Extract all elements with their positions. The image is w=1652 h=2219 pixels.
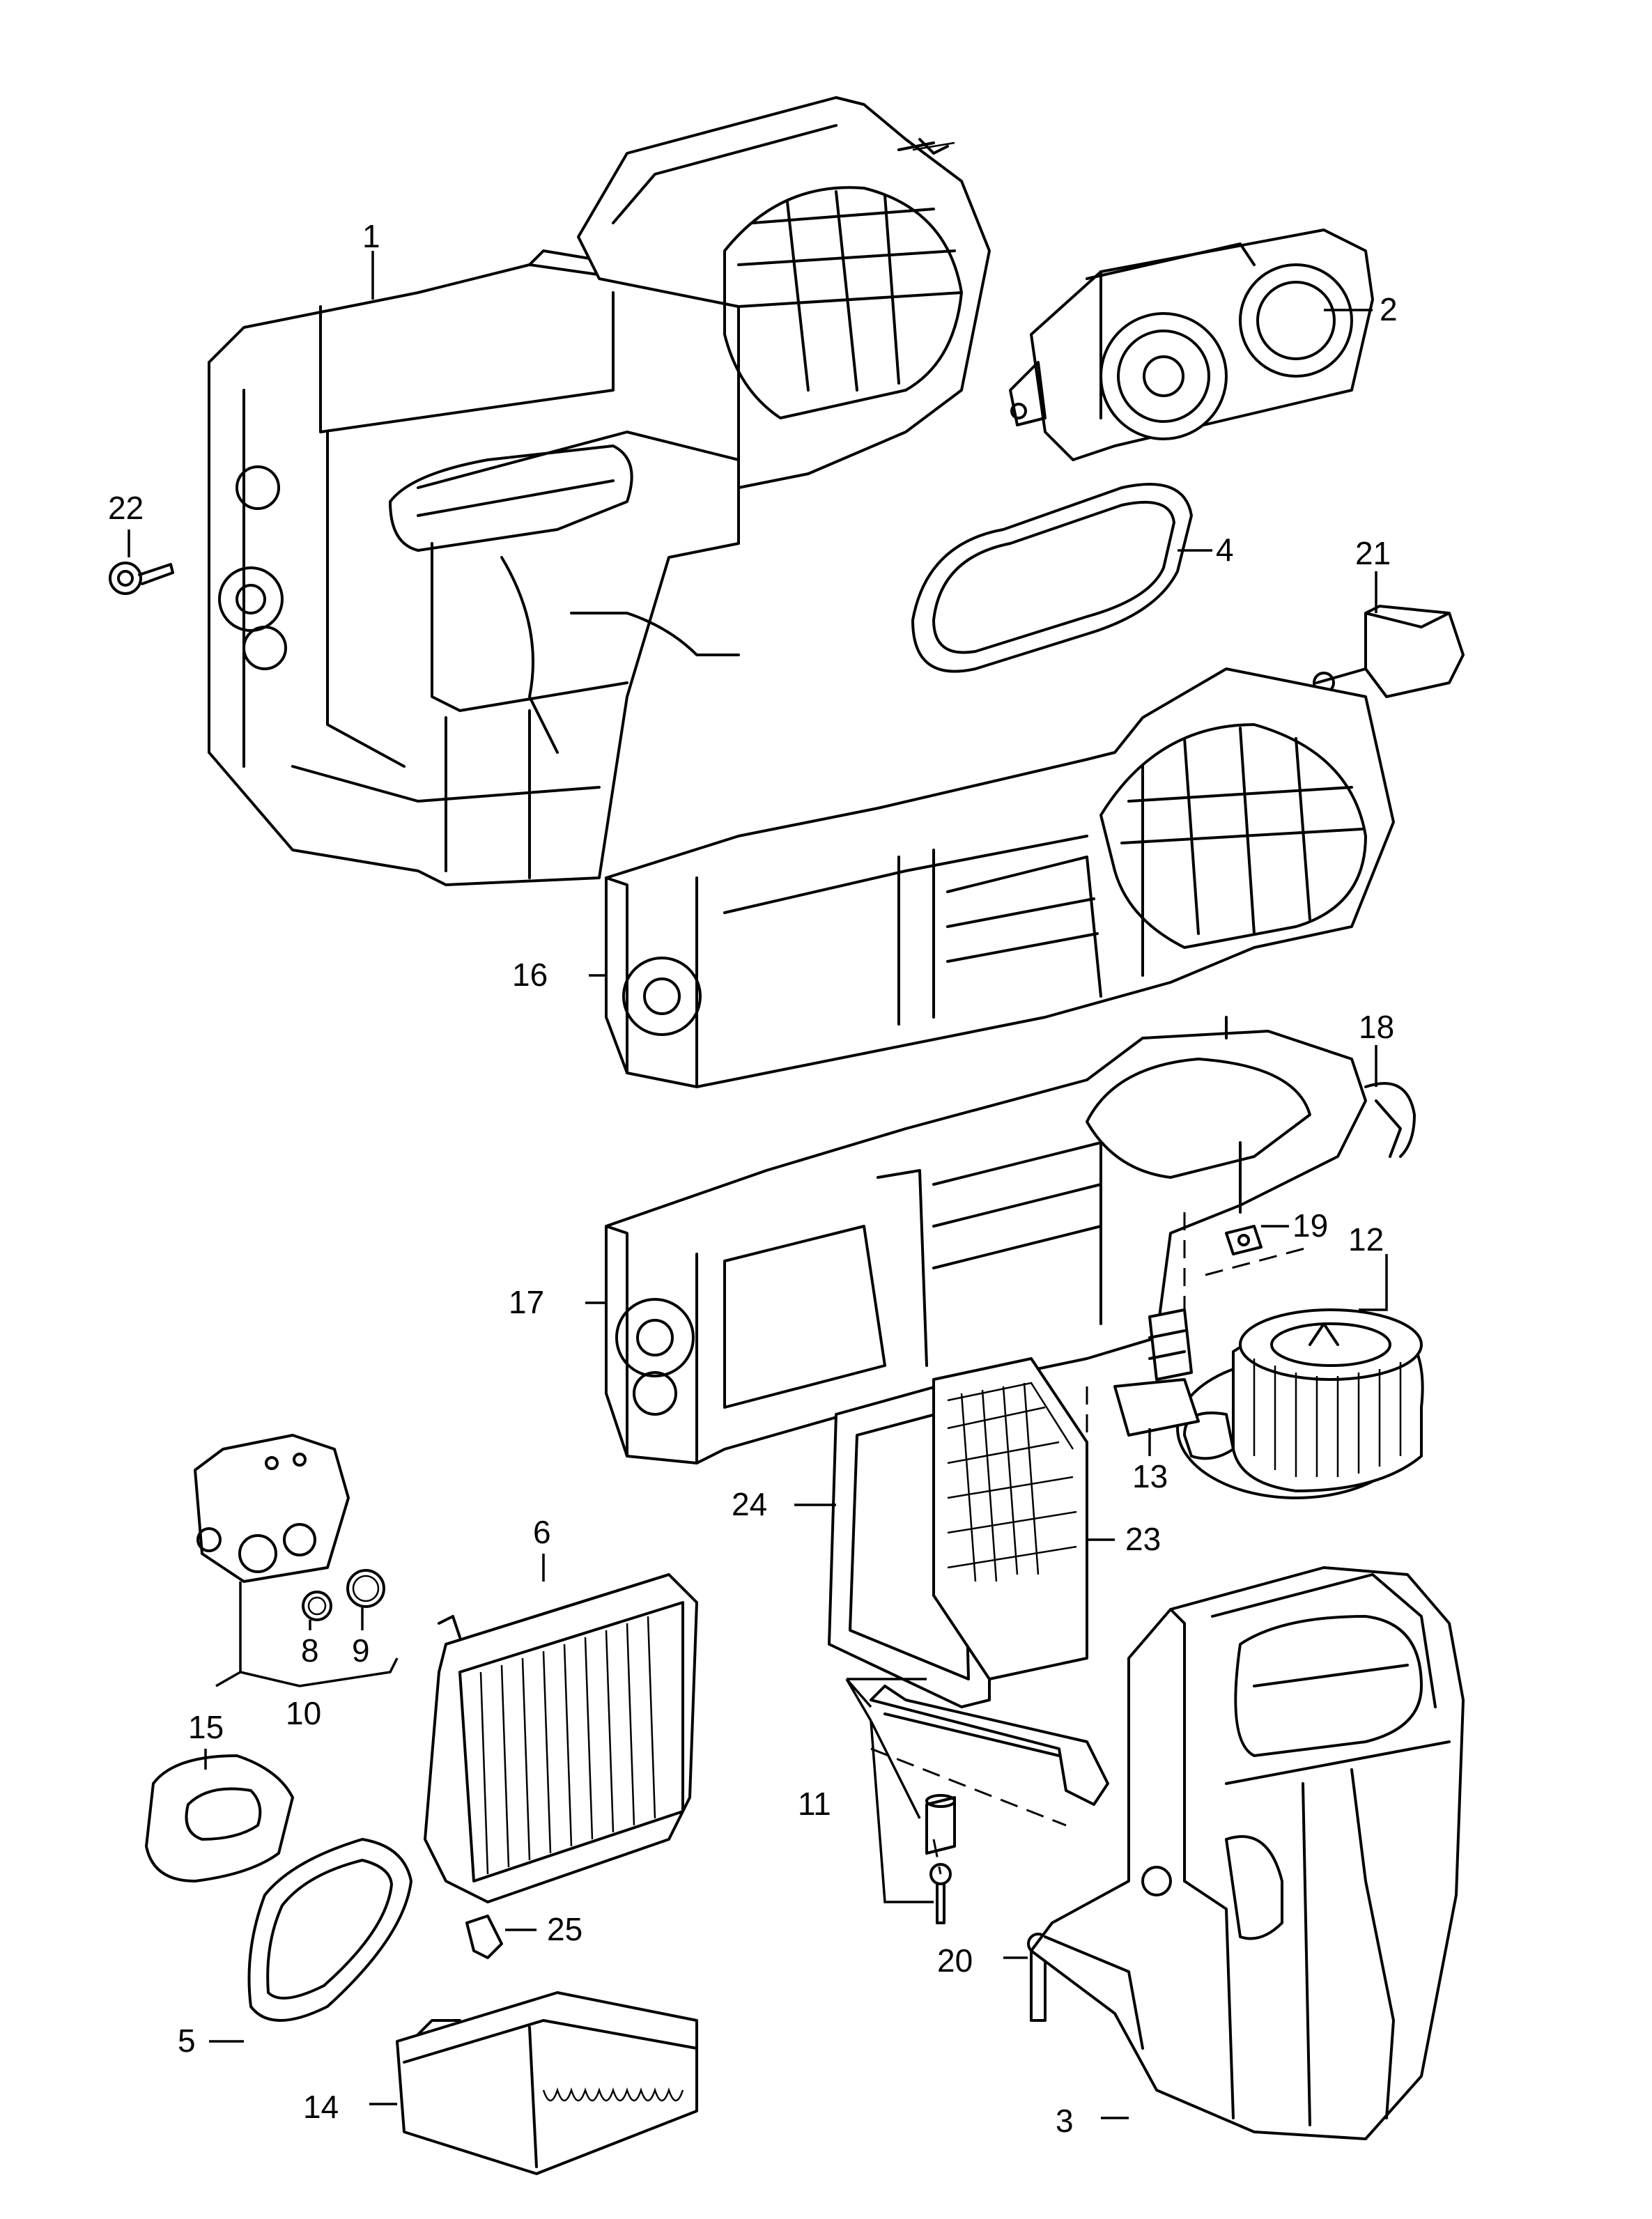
callout-5: 5 — [178, 2023, 196, 2059]
callout-20: 20 — [937, 1942, 973, 1979]
part-21-bracket — [1313, 605, 1465, 698]
callout-15: 15 — [188, 1709, 224, 1745]
part-13-resistor — [1113, 1308, 1200, 1437]
callout-25: 25 — [547, 1911, 582, 1947]
callout-12: 12 — [1348, 1221, 1384, 1258]
callout-18: 18 — [1359, 1009, 1394, 1045]
part-12-blower-motor — [1176, 1308, 1424, 1499]
part-17-housing-lower — [605, 1016, 1367, 1464]
callout-11: 11 — [798, 1786, 831, 1822]
part-9-o-ring — [346, 1569, 385, 1608]
part-11-bracket-set — [870, 1685, 1109, 1924]
part-18-clip — [1364, 1082, 1416, 1158]
callout-1: 1 — [362, 218, 380, 254]
part-19-plate — [1225, 1225, 1263, 1255]
callout-2: 2 — [1380, 291, 1398, 327]
callout-22: 22 — [108, 490, 144, 526]
part-expansion-valve — [194, 1434, 350, 1583]
part-16-housing-upper — [605, 667, 1395, 1088]
part-8-o-ring — [302, 1591, 332, 1621]
callout-8: 8 — [301, 1632, 319, 1669]
part-4-seal — [911, 483, 1193, 673]
part-6-evaporator — [424, 1573, 698, 1903]
callout-14: 14 — [303, 2089, 339, 2125]
callout-19: 19 — [1292, 1207, 1328, 1244]
part-5-seal — [247, 1838, 412, 2022]
part-23-filter — [932, 1357, 1088, 1680]
callout-23: 23 — [1125, 1521, 1161, 1557]
callout-10: 10 — [286, 1695, 321, 1731]
part-25-clip — [465, 1915, 503, 1959]
leader-lines — [128, 251, 1388, 2119]
part-3-heater-housing — [1030, 1566, 1465, 2140]
callout-6: 6 — [533, 1514, 551, 1550]
callout-24: 24 — [732, 1486, 767, 1522]
guide-lines — [870, 1212, 1311, 1875]
callout-13: 13 — [1132, 1458, 1168, 1494]
part-14-heater-core — [396, 1991, 698, 2175]
callout-17: 17 — [509, 1284, 544, 1320]
part-1-heater-unit — [208, 96, 991, 886]
part-22-screw — [109, 562, 174, 595]
part-2-control-panel — [1009, 229, 1374, 461]
part-15-grommet — [145, 1754, 294, 1882]
callout-21: 21 — [1355, 535, 1391, 571]
callout-labels: 1 2 3 4 5 6 8 9 10 11 12 13 14 15 16 17 … — [108, 218, 1398, 2139]
callout-4: 4 — [1216, 532, 1234, 568]
callout-9: 9 — [352, 1632, 370, 1669]
callout-3: 3 — [1056, 2103, 1074, 2139]
callout-16: 16 — [512, 957, 548, 993]
